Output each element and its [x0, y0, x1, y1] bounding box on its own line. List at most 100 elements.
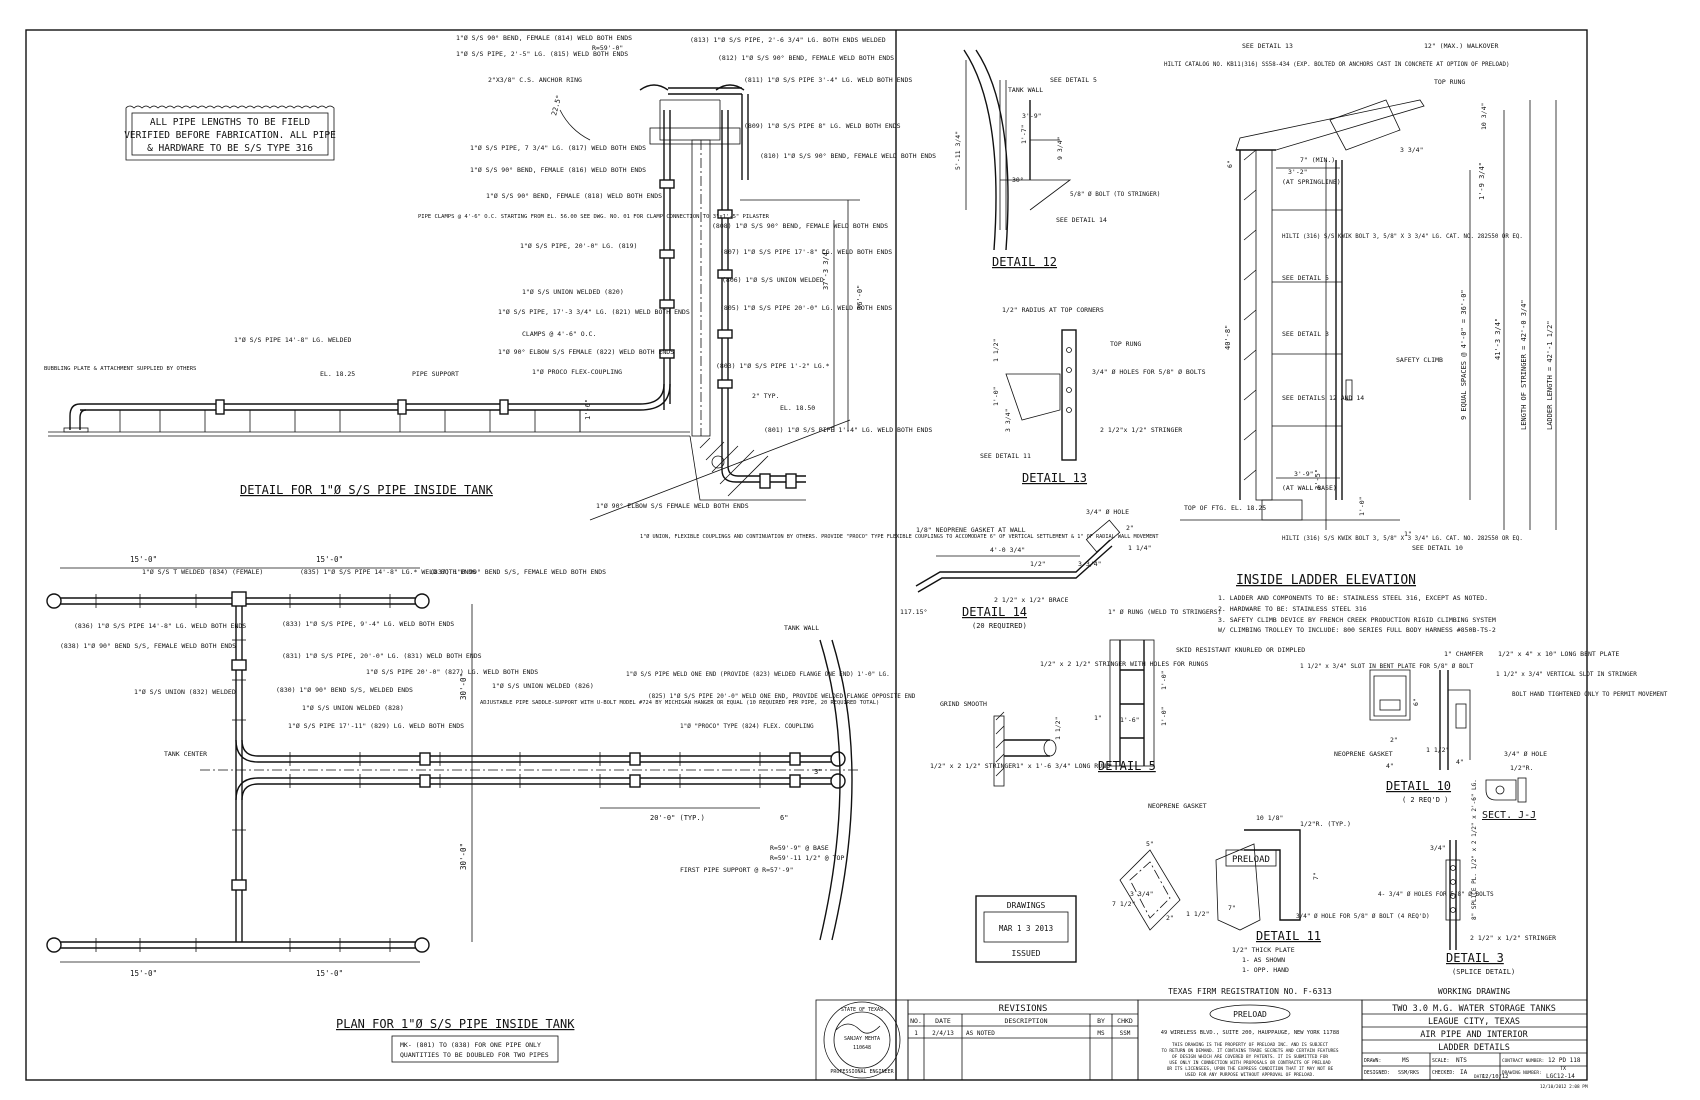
callout-el-1825: EL. 18.25 [320, 370, 355, 378]
d13-dim-3: 3 3/4" [1004, 409, 1012, 432]
sheet-subtitle: LADDER DETAILS [1438, 1043, 1510, 1053]
plan-callout-835: (835) 1"Ø S/S PIPE 14'-8" LG.* WELD BOTH… [300, 568, 476, 576]
plan-callout-838: (838) 1"Ø 90° BEND S/S, FEMALE WELD BOTH… [60, 642, 236, 650]
designed-label: DESIGNED: [1364, 1070, 1390, 1076]
d3-title: DETAIL 3 [1446, 951, 1504, 965]
le-3-9: 3'-9" [1294, 470, 1314, 478]
plan-callout-827: 1"Ø S/S PIPE 20'-0" (827) LG. WELD BOTH … [366, 668, 538, 676]
plan-callout-836: (836) 1"Ø S/S PIPE 14'-8" LG. WELD BOTH … [74, 622, 246, 630]
d14-hole: 3/4" Ø HOLE [1086, 508, 1129, 516]
le-dim-1: 1" [1404, 530, 1412, 538]
le-dim-41-3: 41'-3 3/4" [1494, 318, 1502, 360]
d10-dim-2: 2" [1390, 736, 1398, 744]
detail-11: NEOPRENE GASKET 10 1/8" 1/2"R. (TYP.) PR… [1112, 802, 1430, 974]
d5-title: DETAIL 5 [1098, 759, 1156, 773]
stamp-line-3: ISSUED [1012, 949, 1041, 958]
sheet-border [25, 29, 1588, 1081]
callout-822: 1"Ø 90° ELBOW S/S FEMALE (822) WELD BOTH… [498, 348, 674, 356]
d12-see-detail-5: SEE DETAIL 5 [1050, 76, 1097, 84]
plan-callout-r-top: R=59'-11 1/2" @ TOP [770, 854, 844, 862]
le-dim-ladder: LADDER LENGTH = 42'-1 1/2" [1546, 320, 1554, 430]
inside-tank-callouts: 1"Ø S/S 90° BEND, FEMALE (814) WELD BOTH… [44, 34, 1158, 540]
d12-angle: 30° [1012, 176, 1024, 184]
rev-row-chkd: SSM [1120, 1030, 1131, 1037]
d14-dim-2: 2" [1126, 524, 1134, 532]
callout-811: (811) 1"Ø S/S PIPE 3'-4" LG. WELD BOTH E… [744, 76, 912, 84]
d12-dim-3: 9 3/4" [1056, 137, 1064, 160]
plan-callout-837: (837) 1"Ø 90° BEND S/S, FEMALE WELD BOTH… [430, 568, 606, 576]
callout-820: 1"Ø S/S UNION WELDED (820) [522, 288, 624, 296]
d12-dim-2: 1'-7" [1020, 124, 1028, 144]
sheet-title: AIR PIPE AND INTERIOR [1420, 1030, 1528, 1040]
date-value: 12/10/12 [1482, 1074, 1509, 1080]
le-dim-stringer: LENGTH OF STRINGER = 42'-0 3/4" [1520, 299, 1528, 430]
le-7-min: 7" (MIN.) [1300, 156, 1335, 164]
d11-preload-mark: PRELOAD [1232, 855, 1270, 865]
le-note-2: 2. HARDWARE TO BE: STAINLESS STEEL 316 [1218, 605, 1367, 613]
callout-808: (808) 1"Ø S/S 90° BEND, FEMALE WELD BOTH… [712, 222, 888, 230]
d10-bent-plate: 1/2" x 4" x 10" LONG BENT PLATE [1498, 650, 1619, 658]
plan-callout-831: (831) 1"Ø S/S PIPE, 20'-0" LG. (831) WEL… [282, 652, 482, 660]
checked-value: IA [1460, 1069, 1468, 1076]
scale-value: NTS [1456, 1057, 1467, 1064]
general-note: ALL PIPE LENGTHS TO BE FIELD VERIFIED BE… [124, 105, 336, 161]
d13-dim-1: 1 1/2" [992, 339, 1000, 362]
project-name: TWO 3.0 M.G. WATER STORAGE TANKS [1392, 1004, 1556, 1014]
legal-1: THIS DRAWING IS THE PROPERTY OF PRELOAD … [1172, 1042, 1328, 1048]
d5-dim-3: 1'-6" [1120, 716, 1140, 724]
le-hilti-top: HILTI (316) S/S KWIK BOLT 3, 5/8" X 3 3/… [1282, 234, 1523, 240]
d3-subtitle: (SPLICE DETAIL) [1452, 968, 1515, 976]
plan-callout-tank-center: TANK CENTER [164, 750, 207, 758]
d11-dim-6: 5" [1146, 840, 1154, 848]
d10-subtitle: ( 2 REQ'D ) [1402, 796, 1448, 804]
detail-12: TANK WALL SEE DETAIL 5 3'-9" 1'-7" 9 3/4… [954, 49, 1160, 269]
le-top-rung: TOP RUNG [1434, 78, 1465, 86]
d11-dim-7: 1 1/2" [1186, 910, 1209, 918]
d11-gasket: NEOPRENE GASKET [1148, 802, 1207, 810]
company-logo [1209, 1004, 1291, 1024]
le-dim-9-spaces: 9 EQUAL SPACES @ 4'-0" = 36'-0" [1460, 289, 1468, 420]
detail-5: 1" Ø RUNG (WELD TO STRINGERS) SKID RESIS… [930, 608, 1305, 787]
le-dim-1-0: 1'-0" [1358, 496, 1366, 516]
d10-dim-4: 4" [1456, 758, 1464, 766]
plan-callout-828: 1"Ø S/S UNION WELDED (828) [302, 704, 404, 712]
d10-dim-1: 6" [1412, 698, 1420, 706]
d14-brace: 2 1/2" x 1/2" BRACE [994, 596, 1068, 604]
contract-value: 12 PD 118 [1548, 1057, 1581, 1064]
ladder-elevation: SEE DETAIL 13 12" (MAX.) WALKOVER HILTI … [1164, 42, 1557, 634]
d13-dim-2: 1'-0" [992, 386, 1000, 406]
callout-radius: R=59'-0" [592, 44, 623, 52]
le-dim-6: 6" [1226, 160, 1234, 168]
le-dim-1-9: 1'-9 3/4" [1478, 162, 1486, 200]
d14-angle: 117.15° [900, 608, 927, 616]
callout-proco: 1"Ø PROCO FLEX-COUPLING [532, 368, 622, 376]
d14-dim-1: 1/2" [1030, 560, 1046, 568]
pe-seal [823, 1001, 901, 1079]
d3-holes: 4- 3/4" Ø HOLES FOR 5/8" Ø BOLTS [1378, 891, 1494, 898]
designed-value: SSM/RKS [1398, 1070, 1419, 1076]
callout-810: (810) 1"Ø S/S 90° BEND, FEMALE WELD BOTH… [760, 152, 936, 160]
dim-riser-1: 37'-3 3/4" [822, 248, 830, 290]
le-hilti-catalog: HILTI CATALOG NO. KB11(316) SS58-434 (EX… [1164, 62, 1510, 68]
d11-radius: 1/2"R. (TYP.) [1300, 820, 1351, 828]
callout-807: (807) 1"Ø S/S PIPE 17'-8" LG. WELD BOTH … [720, 248, 892, 256]
d13-stringer: 2 1/2"x 1/2" STRINGER [1100, 426, 1182, 434]
d5-rung: 1" Ø RUNG (WELD TO STRINGERS) [1108, 608, 1222, 616]
d10-chamfer: 1" CHAMFER [1444, 650, 1483, 658]
d3-splice: 8" SPLICE PL. 1/2" x 2 1/2" x 2'-6" LG. [1471, 779, 1478, 920]
callout-809: (809) 1"Ø S/S PIPE 8" LG. WELD BOTH ENDS [744, 122, 901, 130]
callout-anchor-ring: 2"X3/8" C.S. ANCHOR RING [488, 76, 582, 84]
plan-note-line-1: MK- (801) TO (838) FOR ONE PIPE ONLY [400, 1041, 541, 1049]
plan-callout-first-support: FIRST PIPE SUPPORT @ R=57'-9" [680, 866, 794, 874]
title-block: STATE OF TEXAS SANJAY MEHTA 110648 PROFE… [815, 987, 1588, 1090]
callout-el-1850: EL. 18.50 [780, 404, 815, 412]
revisions-title: REVISIONS [999, 1004, 1048, 1014]
d10-radius: 1/2"R. [1510, 764, 1533, 772]
d10-gasket: NEOPRENE GASKET [1334, 750, 1393, 758]
d10-hole: 3/4" Ø HOLE [1504, 750, 1547, 758]
callout-815: 1"Ø S/S PIPE, 2'-5" LG. (815) WELD BOTH … [456, 50, 628, 58]
detail-10: 1" CHAMFER 1/2" x 4" x 10" LONG BENT PLA… [1300, 650, 1668, 821]
drawing-label: DRAWING NUMBER: [1502, 1070, 1542, 1076]
callout-bubbling-plate: BUBBLING PLATE & ATTACHMENT SUPPLIED BY … [44, 366, 196, 372]
